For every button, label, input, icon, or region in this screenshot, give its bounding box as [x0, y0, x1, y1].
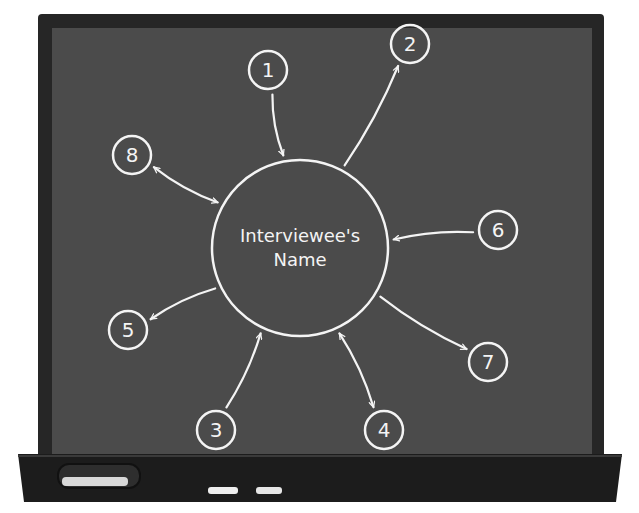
number-circle: 7 — [467, 341, 509, 383]
text-holder: 5 — [122, 317, 135, 344]
circle-outline-shape — [469, 343, 507, 381]
number-circle: 6 — [477, 209, 519, 251]
text-holder: 8 — [126, 142, 139, 169]
callout-number: 5 — [122, 317, 135, 344]
callout-number: 4 — [378, 417, 391, 444]
text-holder: Interviewee's Name — [240, 224, 360, 273]
text-holder: 2 — [404, 31, 417, 58]
number-circle: 5 — [107, 309, 149, 351]
chalk-arrow — [226, 333, 260, 407]
text-holder: 1 — [262, 57, 275, 84]
chalk-arrow — [154, 167, 218, 202]
chalk-arrow — [272, 95, 283, 156]
number-circle: 4 — [363, 409, 405, 451]
circle-outline-shape — [109, 311, 147, 349]
callout-number: 1 — [262, 57, 275, 84]
circle-outline-shape — [391, 25, 429, 63]
text-holder: 4 — [378, 417, 391, 444]
chalk-arrow — [394, 232, 473, 240]
circle-outline-shape — [113, 136, 151, 174]
number-circle: 1 — [247, 49, 289, 91]
number-circle: 3 — [195, 409, 237, 451]
chalk-arrow — [380, 297, 466, 349]
chalk-piece — [208, 487, 238, 494]
chalk-arrow — [151, 288, 216, 319]
node-title: Interviewee's Name — [240, 224, 360, 273]
tray-edge — [18, 455, 622, 457]
eraser-felt — [62, 477, 128, 486]
center-circle: Interviewee's Name — [210, 158, 390, 338]
chalk-arrow — [345, 66, 399, 165]
text-holder: 7 — [482, 349, 495, 376]
chalk-arrow — [339, 333, 373, 407]
board-frame — [38, 14, 604, 484]
number-circle: 8 — [111, 134, 153, 176]
board-surface — [52, 28, 592, 456]
number-circle: 2 — [389, 23, 431, 65]
circle-outline-shape — [197, 411, 235, 449]
chalk-tray — [18, 454, 622, 502]
circle-outline-shape — [365, 411, 403, 449]
callout-number: 6 — [492, 217, 505, 244]
callout-number: 3 — [210, 417, 223, 444]
circle-outline-shape — [479, 211, 517, 249]
eraser — [58, 464, 140, 488]
circle-outline-shape — [249, 51, 287, 89]
callout-number: 2 — [404, 31, 417, 58]
callout-number: 8 — [126, 142, 139, 169]
chalk-piece — [256, 487, 282, 494]
callout-number: 7 — [482, 349, 495, 376]
text-holder: 6 — [492, 217, 505, 244]
circle-outline — [210, 158, 390, 338]
text-holder: 3 — [210, 417, 223, 444]
circle-outline-shape — [212, 160, 388, 336]
